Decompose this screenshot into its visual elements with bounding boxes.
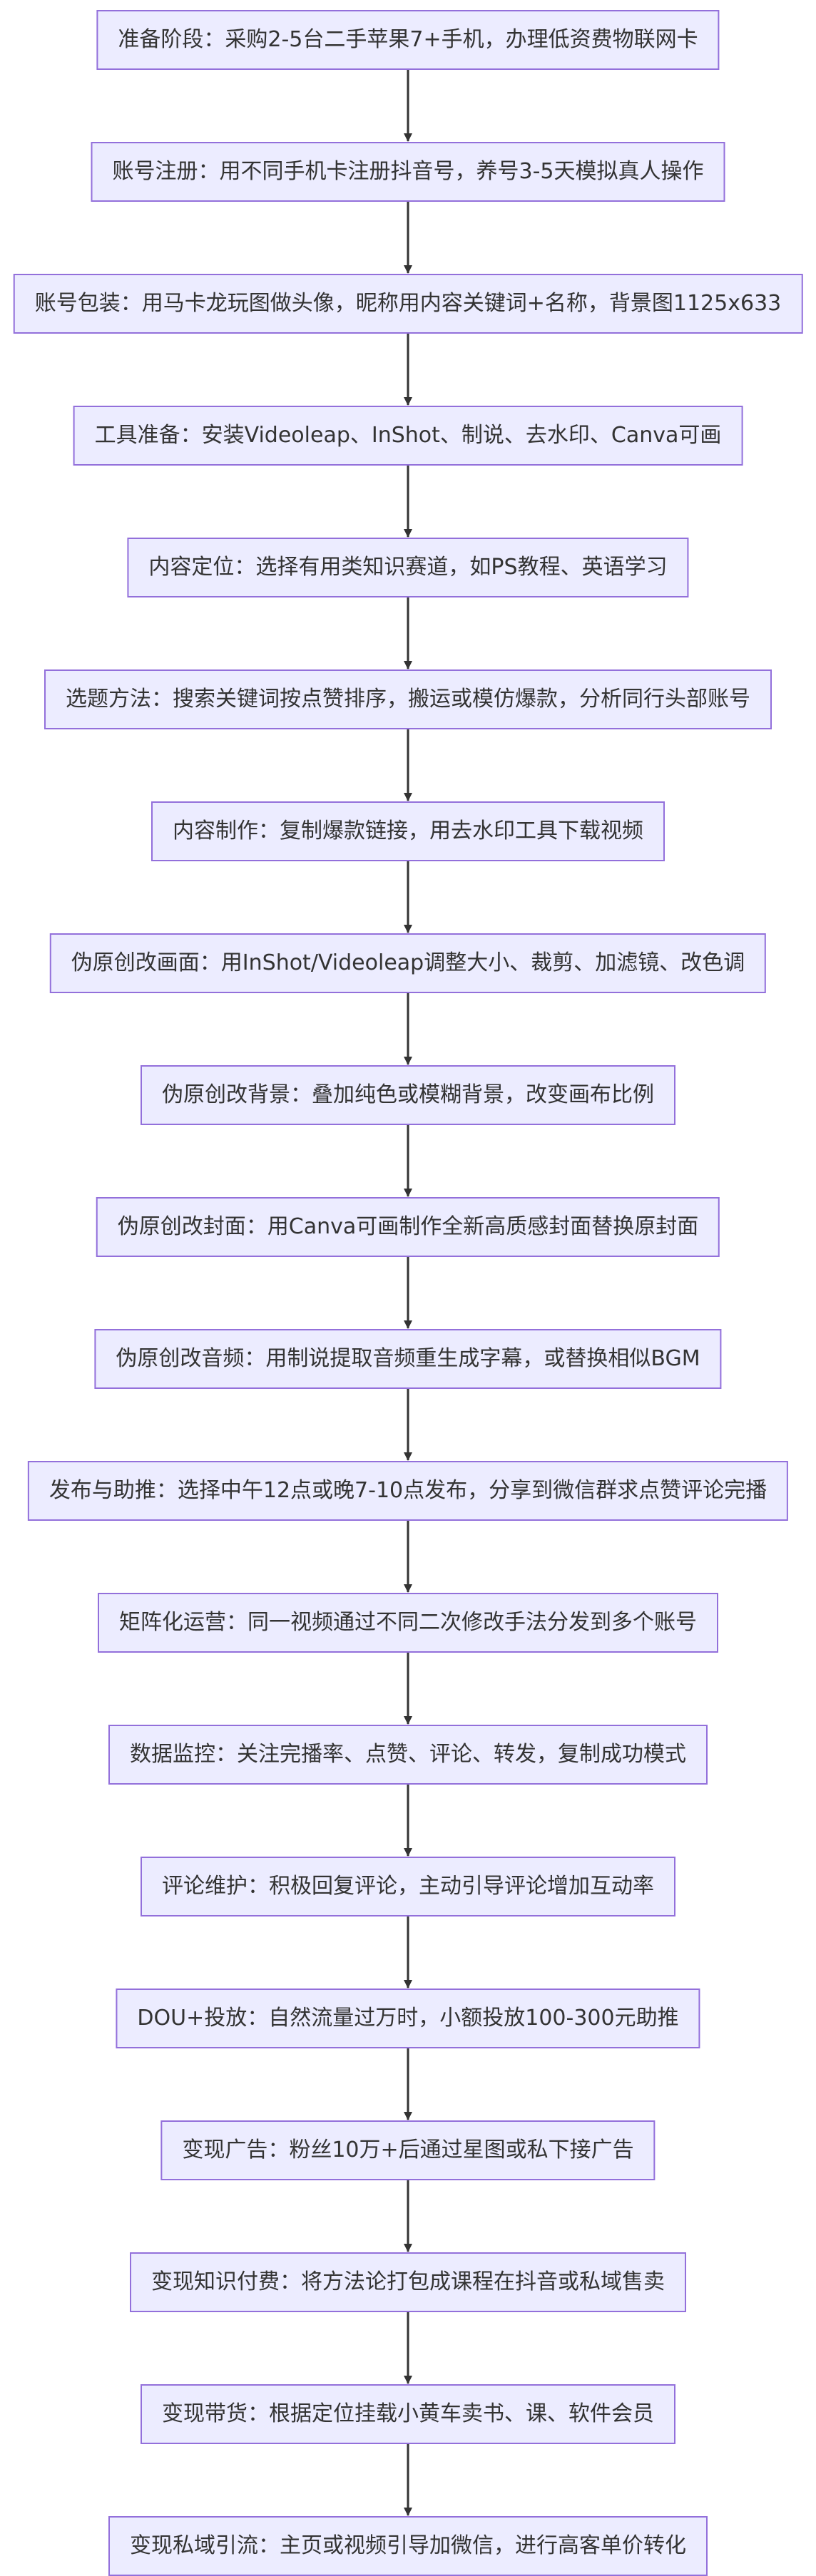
flow-step-label: 内容定位：选择有用类知识赛道，如PS教程、英语学习 xyxy=(148,555,668,580)
flow-step-13: 矩阵化运营：同一视频通过不同二次修改手法分发到多个账号 xyxy=(98,1593,718,1653)
flow-step-6: 选题方法：搜索关键词按点赞排序，搬运或模仿爆款，分析同行头部账号 xyxy=(44,669,772,729)
flow-step-8: 伪原创改画面：用InShot/Videoleap调整大小、裁剪、加滤镜、改色调 xyxy=(49,933,767,993)
flow-step-label: 工具准备：安装Videoleap、InShot、制说、去水印、Canva可画 xyxy=(94,423,722,448)
flow-step-12: 发布与助推：选择中午12点或晚7-10点发布，分享到微信群求点赞评论完播 xyxy=(27,1461,789,1521)
flow-step-label: 伪原创改音频：用制说提取音频重生成字幕，或替换相似BGM xyxy=(116,1346,700,1371)
flow-step-label: 伪原创改画面：用InShot/Videoleap调整大小、裁剪、加滤镜、改色调 xyxy=(71,950,745,975)
flow-step-5: 内容定位：选择有用类知识赛道，如PS教程、英语学习 xyxy=(127,538,689,597)
flow-step-label: 内容制作：复制爆款链接，用去水印工具下载视频 xyxy=(173,819,643,843)
flow-step-label: 伪原创改背景：叠加纯色或模糊背景，改变画布比例 xyxy=(162,1082,654,1107)
flow-step-10: 伪原创改封面：用Canva可画制作全新高质感封面替换原封面 xyxy=(96,1197,720,1257)
flow-step-label: DOU+投放：自然流量过万时，小额投放100-300元助推 xyxy=(137,2006,679,2031)
flow-step-label: 变现知识付费：将方法论打包成课程在抖音或私域售卖 xyxy=(151,2269,665,2294)
flow-step-label: 伪原创改封面：用Canva可画制作全新高质感封面替换原封面 xyxy=(117,1214,699,1239)
flow-step-9: 伪原创改背景：叠加纯色或模糊背景，改变画布比例 xyxy=(141,1065,675,1125)
flow-step-label: 发布与助推：选择中午12点或晚7-10点发布，分享到微信群求点赞评论完播 xyxy=(49,1478,767,1503)
flow-step-label: 账号包装：用马卡龙玩图做头像，昵称用内容关键词+名称，背景图1125x633 xyxy=(34,291,782,316)
flow-step-16: DOU+投放：自然流量过万时，小额投放100-300元助推 xyxy=(116,1989,700,2048)
flow-step-17: 变现广告：粉丝10万+后通过星图或私下接广告 xyxy=(160,2120,656,2180)
flow-step-11: 伪原创改音频：用制说提取音频重生成字幕，或替换相似BGM xyxy=(94,1329,722,1389)
flow-step-label: 变现广告：粉丝10万+后通过星图或私下接广告 xyxy=(182,2138,634,2162)
flow-step-7: 内容制作：复制爆款链接，用去水印工具下载视频 xyxy=(151,801,665,861)
flow-step-label: 评论维护：积极回复评论，主动引导评论增加互动率 xyxy=(162,1874,654,1899)
flow-step-label: 数据监控：关注完播率、点赞、评论、转发，复制成功模式 xyxy=(130,1742,686,1767)
flow-step-3: 账号包装：用马卡龙玩图做头像，昵称用内容关键词+名称，背景图1125x633 xyxy=(13,274,803,334)
flow-step-label: 变现私域引流：主页或视频引导加微信，进行高客单价转化 xyxy=(130,2533,686,2558)
flow-step-label: 账号注册：用不同手机卡注册抖音号，养号3-5天模拟真人操作 xyxy=(112,159,704,184)
flow-step-14: 数据监控：关注完播率、点赞、评论、转发，复制成功模式 xyxy=(108,1725,708,1785)
flow-step-20: 变现私域引流：主页或视频引导加微信，进行高客单价转化 xyxy=(108,2516,708,2576)
flow-step-label: 变现带货：根据定位挂载小黄车卖书、课、软件会员 xyxy=(162,2401,654,2426)
flow-step-label: 矩阵化运营：同一视频通过不同二次修改手法分发到多个账号 xyxy=(119,1610,697,1635)
flow-step-2: 账号注册：用不同手机卡注册抖音号，养号3-5天模拟真人操作 xyxy=(91,142,725,202)
flow-step-4: 工具准备：安装Videoleap、InShot、制说、去水印、Canva可画 xyxy=(73,406,743,466)
flow-step-15: 评论维护：积极回复评论，主动引导评论增加互动率 xyxy=(141,1857,675,1916)
flow-step-1: 准备阶段：采购2-5台二手苹果7+手机，办理低资费物联网卡 xyxy=(96,10,720,70)
flow-step-18: 变现知识付费：将方法论打包成课程在抖音或私域售卖 xyxy=(130,2252,686,2312)
flow-step-19: 变现带货：根据定位挂载小黄车卖书、课、软件会员 xyxy=(141,2384,675,2444)
flow-step-label: 准备阶段：采购2-5台二手苹果7+手机，办理低资费物联网卡 xyxy=(118,27,698,52)
flow-step-label: 选题方法：搜索关键词按点赞排序，搬运或模仿爆款，分析同行头部账号 xyxy=(66,687,750,712)
